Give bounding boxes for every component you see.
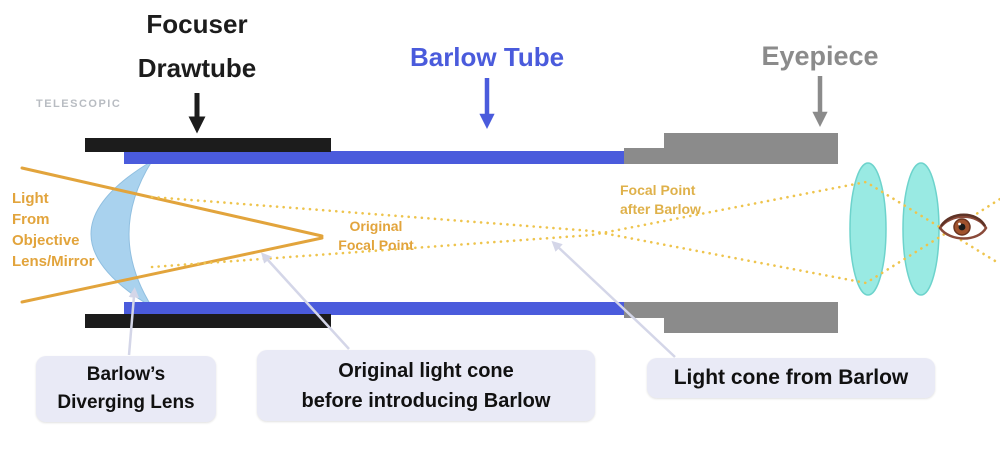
callout-text: Original light cone before introducing B…	[301, 359, 551, 412]
ray-objective-upper	[20, 166, 324, 238]
ray-objective-lower	[20, 236, 324, 304]
callout-text: Barlow’s Diverging Lens	[57, 364, 195, 413]
label-focal-point-after-barlow: Focal Point after Barlow	[620, 182, 701, 217]
pointer-original-cone	[260, 252, 350, 350]
label-light-from-objective: Light From Objective Lens/Mirror	[12, 190, 95, 270]
callout-text: Light cone from Barlow	[673, 366, 909, 389]
barlow-tube-bottom	[124, 302, 656, 315]
ray-barlow-lower	[150, 180, 1000, 269]
label-original-focal-point: Original Focal Point	[338, 218, 414, 253]
focuser-drawtube-bottom	[85, 314, 331, 328]
callout-light-cone-from-barlow: Light cone from Barlow	[647, 358, 935, 398]
callout-barlows-diverging-lens: Barlow’s Diverging Lens	[36, 356, 216, 422]
eyepiece-lens-1	[849, 162, 887, 296]
focuser-drawtube-top	[85, 138, 331, 152]
header-barlow-tube: Barlow Tube	[409, 42, 565, 72]
pointer-barlow-cone	[551, 240, 676, 358]
watermark-logo: TELESCOPIC	[36, 98, 122, 110]
eyepiece-lens-2	[902, 162, 940, 296]
eye-icon	[938, 213, 988, 240]
ray-barlow-upper	[150, 195, 1000, 285]
barlow-tube-top	[124, 151, 656, 164]
header-focuser-drawtube: Focuser Drawtube	[137, 9, 257, 83]
callout-original-light-cone: Original light cone before introducing B…	[257, 350, 595, 421]
eyepiece-body-top	[664, 133, 838, 164]
header-eyepiece: Eyepiece	[761, 41, 879, 71]
pointer-diverging-lens	[127, 287, 140, 356]
eyepiece-body-bottom	[664, 302, 838, 333]
